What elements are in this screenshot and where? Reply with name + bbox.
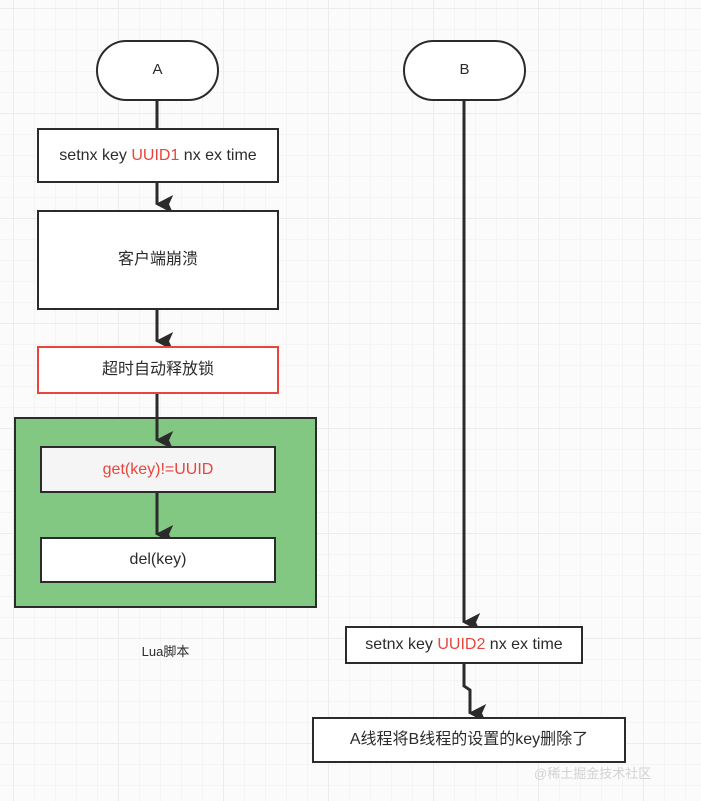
- node-a-label: A: [152, 61, 163, 79]
- node-client-crash[interactable]: 客户端崩溃: [37, 210, 279, 310]
- group-lua-script-caption: Lua脚本: [141, 644, 190, 659]
- node-a-deleted-b-key[interactable]: A线程将B线程的设置的key删除了: [312, 717, 626, 763]
- node-setnx-uuid2[interactable]: setnx key UUID2 nx ex time: [345, 626, 583, 664]
- node-timeout-release-label: 超时自动释放锁: [101, 361, 214, 378]
- node-setnx-uuid1-label: setnx key UUID1 nx ex time: [59, 146, 256, 166]
- node-a[interactable]: A: [96, 40, 219, 101]
- node-del-key-label: del(key): [129, 551, 187, 568]
- setnx-uuid2-suffix: nx ex time: [485, 636, 563, 653]
- node-setnx-uuid2-label: setnx key UUID2 nx ex time: [365, 635, 562, 655]
- setnx-uuid1-suffix: nx ex time: [179, 146, 257, 164]
- setnx-uuid1-highlight: UUID1: [131, 146, 180, 164]
- node-del-key[interactable]: del(key): [40, 537, 276, 583]
- setnx-uuid1-prefix: setnx key: [59, 146, 132, 164]
- node-setnx-uuid1[interactable]: setnx key UUID1 nx ex time: [37, 128, 279, 183]
- setnx-uuid2-highlight: UUID2: [437, 636, 486, 653]
- node-client-crash-label: 客户端崩溃: [117, 251, 198, 268]
- node-b[interactable]: B: [403, 40, 526, 101]
- edge-setnx2-to-result: [462, 663, 487, 723]
- node-timeout-release[interactable]: 超时自动释放锁: [37, 346, 279, 394]
- node-a-deleted-b-key-label: A线程将B线程的设置的key删除了: [349, 731, 589, 748]
- node-b-label: B: [459, 61, 470, 79]
- setnx-uuid2-prefix: setnx key: [365, 636, 438, 653]
- node-get-key[interactable]: get(key)!=UUID: [40, 446, 276, 493]
- node-get-key-label: get(key)!=UUID: [102, 460, 214, 478]
- watermark: @稀土掘金技术社区: [534, 766, 652, 781]
